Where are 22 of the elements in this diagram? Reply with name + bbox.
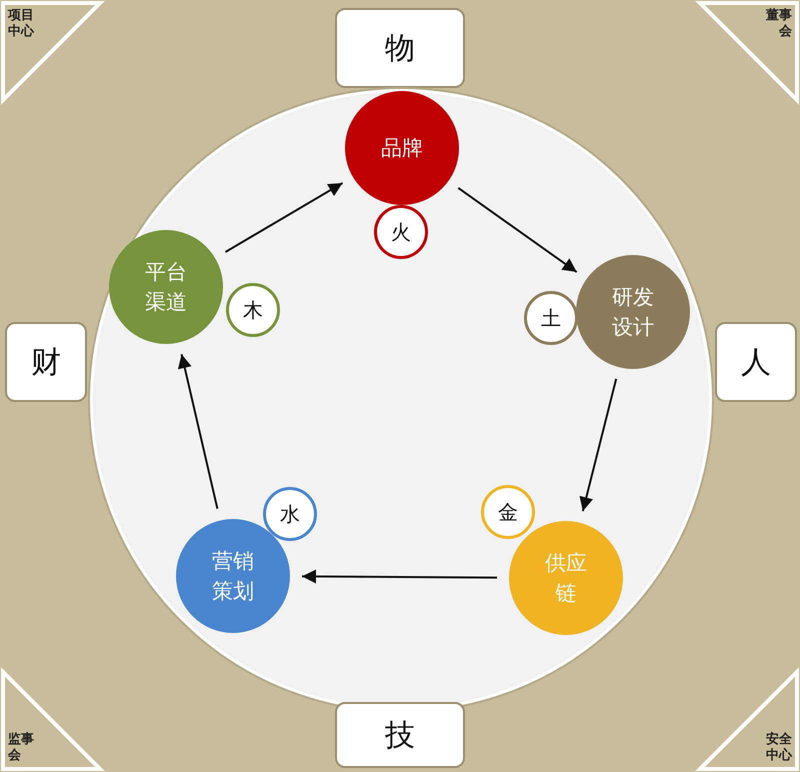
side-label-box: 技 [335,702,465,768]
category-circle: 研发设计 [576,255,690,369]
category-circle: 供应链 [509,521,623,635]
category-circle: 品牌 [345,91,459,205]
element-circle: 土 [524,291,578,345]
arrow [224,182,344,253]
element-circle: 水 [263,487,317,541]
category-circle: 平台渠道 [109,230,223,344]
arrow [178,354,218,509]
arrow [579,378,618,512]
arrow [458,187,578,273]
corner-label: 项目中心 [0,0,105,105]
corner-label: 董事会 [695,0,800,105]
arrow [302,570,497,584]
corner-label: 安全中心 [695,667,800,772]
element-circle: 金 [481,485,535,539]
side-label-box: 财 [5,322,87,402]
side-label-box: 物 [335,8,465,88]
element-circle: 火 [374,205,428,259]
side-label-box: 人 [715,322,797,402]
element-circle: 木 [226,283,280,337]
corner-label: 监事会 [0,667,105,772]
